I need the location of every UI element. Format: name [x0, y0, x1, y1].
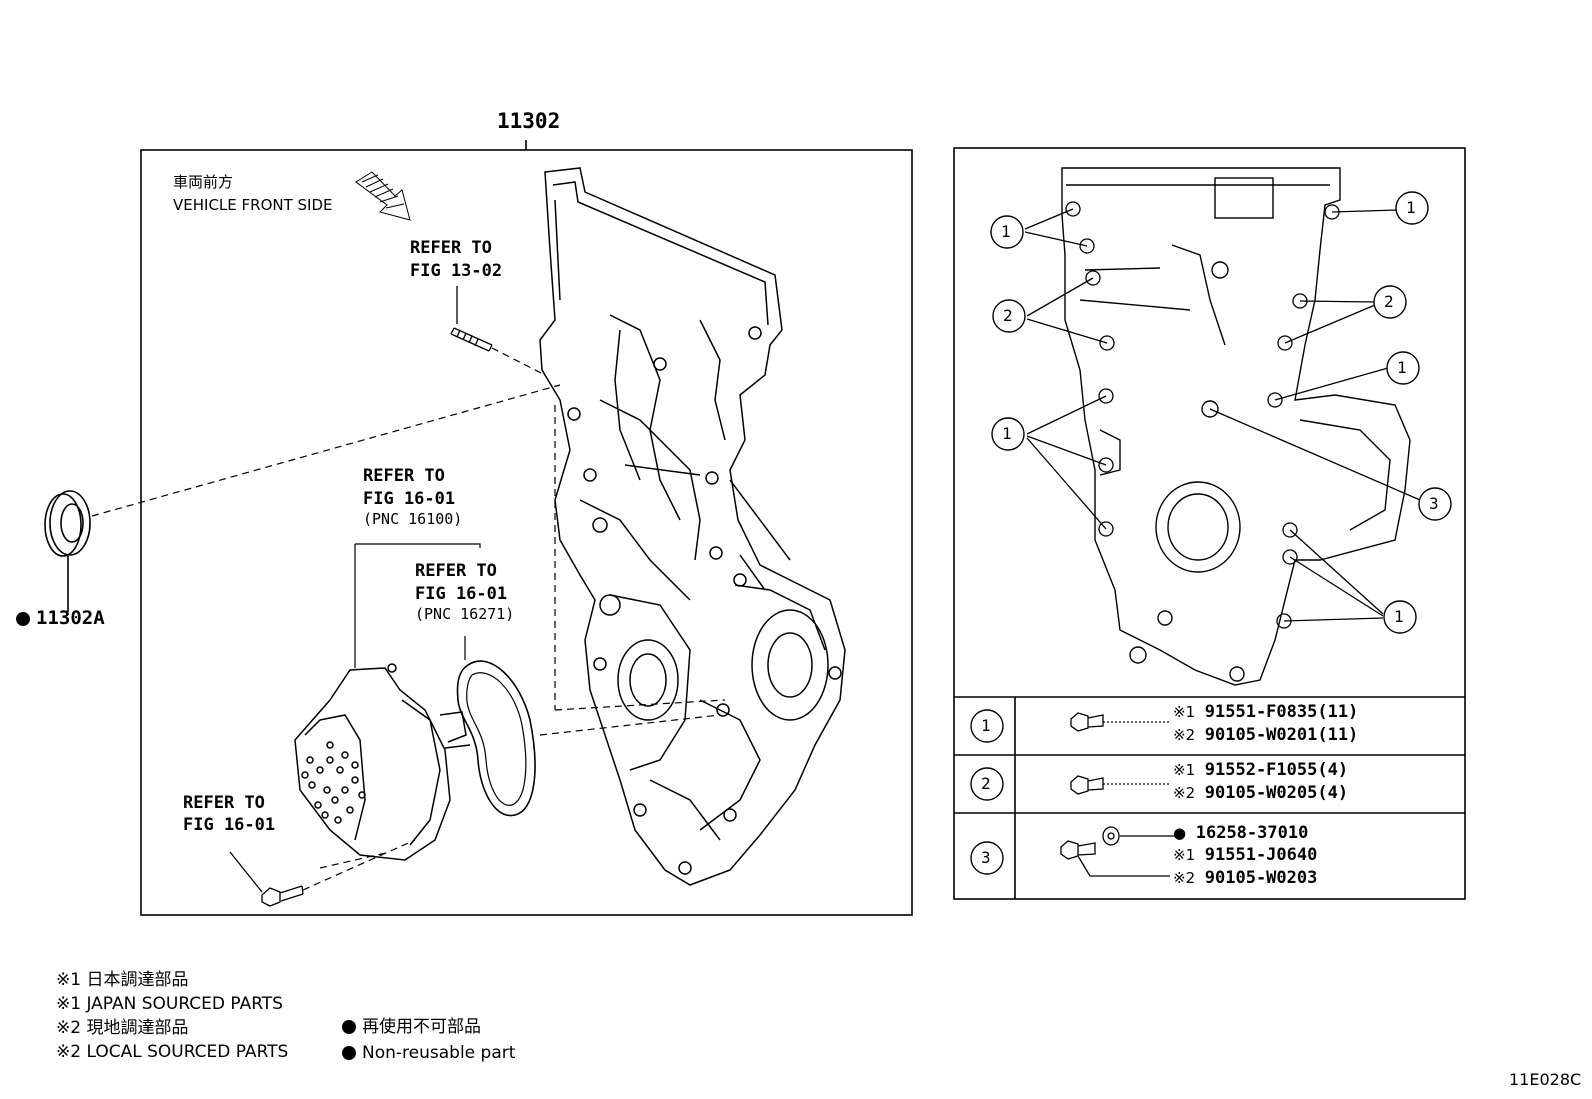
direction-label-en: VEHICLE FRONT SIDE	[173, 196, 333, 214]
ref-16100-line2[interactable]: FIG 16-01	[363, 489, 456, 509]
table-row-2-num[interactable]: 2	[981, 774, 991, 793]
non-reusable-dot-icon	[342, 1020, 356, 1034]
table-row-3-num[interactable]: 3	[981, 848, 991, 867]
water-pump	[294, 663, 471, 861]
callout-1[interactable]: 1	[1397, 358, 1407, 377]
part-number[interactable]: 91551-F0835(11)	[1204, 702, 1359, 722]
ref-16100-line1: REFER TO	[363, 466, 445, 486]
direction-label-ja: 車両前方	[173, 173, 234, 191]
main-part-number[interactable]: 11302	[497, 109, 561, 133]
ref-13-02-line2[interactable]: FIG 13-02	[410, 261, 503, 281]
ref-16271-line2[interactable]: FIG 16-01	[415, 584, 508, 604]
timing-cover-11302	[539, 167, 846, 886]
part-number[interactable]: 90105-W0203	[1204, 868, 1318, 888]
callout-1[interactable]: 1	[1406, 198, 1416, 217]
cover-front-view	[1061, 167, 1411, 686]
non-reusable-dot-icon	[342, 1046, 356, 1060]
table-row-1-num[interactable]: 1	[981, 716, 991, 735]
table-row-3-line3: ※2 90105-W0203	[1173, 868, 1318, 888]
callout-2[interactable]: 2	[1384, 292, 1394, 311]
legend-japan-en: ※1 JAPAN SOURCED PARTS	[56, 994, 283, 1014]
stud-bolt	[450, 286, 493, 352]
legend-nonreusable-ja: 再使用不可部品	[342, 1019, 481, 1036]
direction-arrow	[355, 171, 411, 221]
non-reusable-dot-icon	[16, 611, 30, 626]
table-row-3-line2: ※1 91551-J0640	[1173, 845, 1318, 865]
part-number[interactable]: 16258-37010	[1195, 823, 1309, 843]
table-row-2-line1: ※1 91552-F1055(4)	[1173, 760, 1349, 780]
legend-local-ja: ※2 現地調達部品	[56, 1018, 189, 1038]
table-bolts	[1060, 712, 1175, 877]
bolt-hole-markers	[1024, 201, 1421, 629]
part-number[interactable]: 91552-F1055(4)	[1204, 760, 1349, 780]
legend-nonreusable-en: Non-reusable part	[342, 1045, 515, 1062]
seal-part-number: 11302A	[36, 607, 105, 629]
ref-pump-bolt-line1: REFER TO	[183, 793, 265, 813]
legend-japan-ja: ※1 日本調達部品	[56, 970, 189, 990]
seal-part-label[interactable]: 11302A	[16, 609, 105, 628]
table-row-1-line1: ※1 91551-F0835(11)	[1173, 702, 1359, 722]
table-row-2-line2: ※2 90105-W0205(4)	[1173, 783, 1349, 803]
ref-13-02-line1: REFER TO	[410, 238, 492, 258]
oil-seal-11302A	[44, 490, 91, 612]
callout-3[interactable]: 3	[1429, 494, 1439, 513]
ref-16271-pnc: (PNC 16271)	[415, 605, 515, 623]
callout-1[interactable]: 1	[1001, 222, 1011, 241]
pump-bolt	[229, 851, 304, 907]
figure-code: 11E028C	[1509, 1070, 1582, 1089]
legend-local-en: ※2 LOCAL SOURCED PARTS	[56, 1042, 289, 1062]
part-number[interactable]: 90105-W0201(11)	[1204, 725, 1359, 745]
part-number[interactable]: 91551-J0640	[1204, 845, 1318, 865]
callout-1[interactable]: 1	[1002, 424, 1012, 443]
callout-circles	[990, 191, 1452, 634]
pump-gasket	[456, 660, 536, 817]
ref-16271-line1: REFER TO	[415, 561, 497, 581]
ref-16100-pnc: (PNC 16100)	[363, 510, 463, 528]
callout-2[interactable]: 2	[1003, 306, 1013, 325]
ref-pump-bolt-line2[interactable]: FIG 16-01	[183, 815, 276, 835]
right-frame	[953, 147, 1466, 900]
callout-1[interactable]: 1	[1394, 607, 1404, 626]
part-number[interactable]: 90105-W0205(4)	[1204, 783, 1349, 803]
table-row-3-line1: ● 16258-37010	[1173, 823, 1309, 843]
table-row-1-line2: ※2 90105-W0201(11)	[1173, 725, 1359, 745]
